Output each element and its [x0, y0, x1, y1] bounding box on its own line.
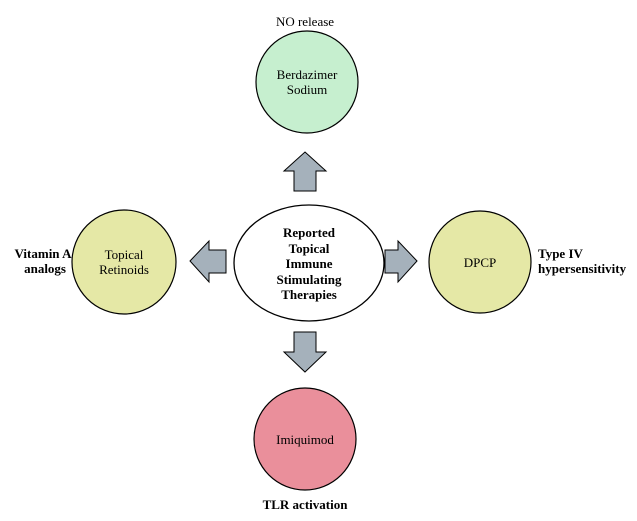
center-label: Reported Topical Immune Stimulating Ther…: [249, 225, 369, 303]
dpcp-circle: [428, 210, 532, 314]
berdazimer-circle: [255, 30, 359, 134]
arrow-up: [282, 151, 328, 192]
center-line-5: Therapies: [281, 287, 337, 302]
right-mechanism: Type IV hypersensitivity: [538, 246, 634, 276]
dpcp-label: DPCP: [430, 255, 530, 270]
left-mechanism: Vitamin A analogs: [8, 246, 78, 276]
berdazimer-label: Berdazimer Sodium: [257, 67, 357, 97]
center-ellipse: [233, 204, 385, 322]
left-mechanism-line-2: analogs: [24, 261, 66, 276]
center-line-3: Immune: [285, 256, 333, 271]
retinoids-line-1: Topical: [104, 247, 144, 262]
right-mechanism-line-2: hypersensitivity: [538, 261, 627, 276]
retinoids-circle: [71, 209, 177, 315]
bottom-mechanism: TLR activation: [262, 497, 348, 512]
berdazimer-line-2: Sodium: [286, 82, 328, 97]
center-line-4: Stimulating: [276, 271, 342, 287]
top-mechanism: NO release: [275, 14, 335, 29]
imiquimod-circle: [253, 387, 357, 491]
imiquimod-label: Imiquimod: [276, 432, 334, 447]
dpcp-line-1: DPCP: [463, 255, 497, 270]
arrow-left: [189, 239, 227, 284]
arrow-right: [384, 239, 418, 284]
arrow-down: [282, 331, 328, 373]
retinoids-line-2: Retinoids: [99, 262, 149, 277]
center-line-1: Reported: [283, 225, 335, 240]
retinoids-label: Topical Retinoids: [74, 247, 174, 277]
left-mechanism-line-1: Vitamin A: [14, 246, 72, 261]
center-line-2: Topical: [288, 240, 330, 256]
right-mechanism-line-1: Type IV: [538, 246, 583, 261]
berdazimer-line-1: Berdazimer: [276, 67, 338, 82]
